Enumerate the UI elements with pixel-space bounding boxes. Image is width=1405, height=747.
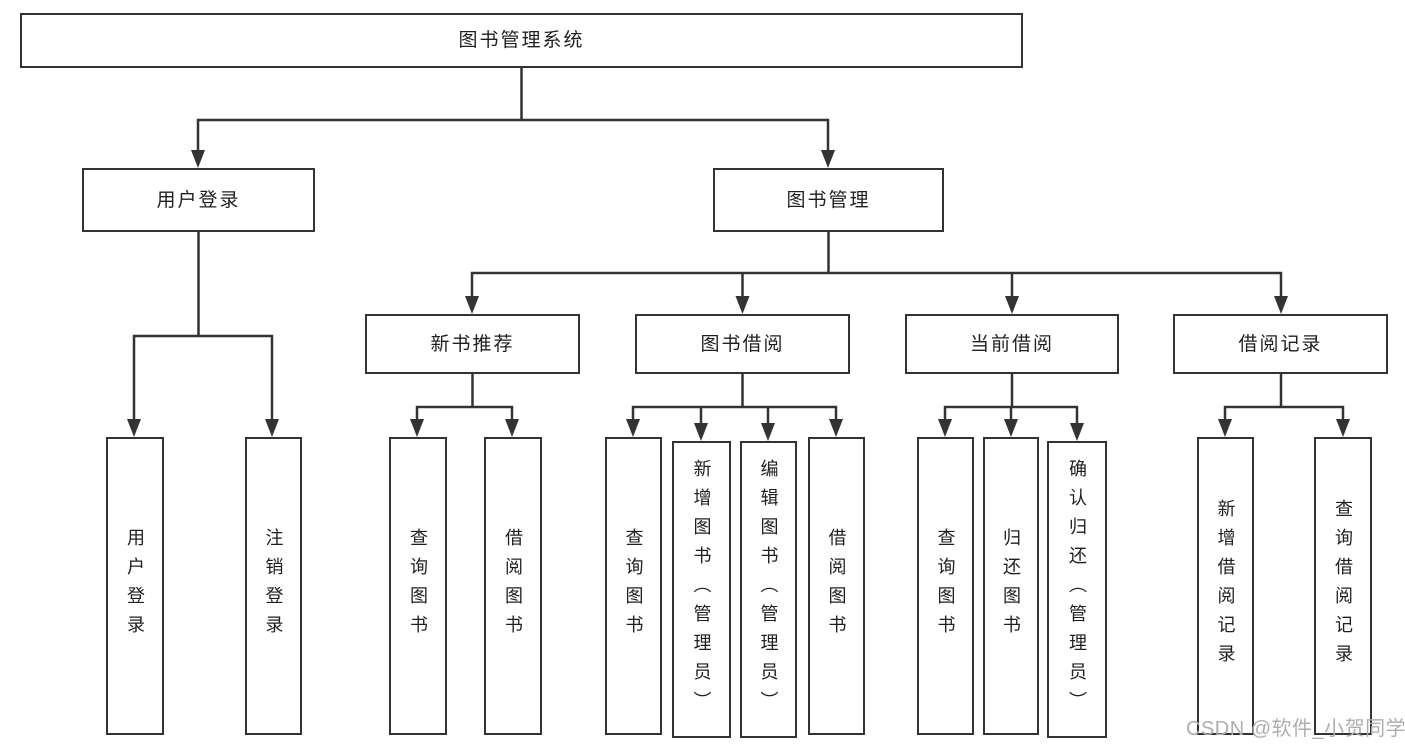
leaf-confirm-return-admin-label: 确认归还（管理员）: [1067, 459, 1087, 720]
node-new-book-recommendation-label: 新书推荐: [430, 333, 515, 355]
leaf-logout: 注销登录: [245, 437, 302, 735]
leaf-add-borrow-record-label: 新增借阅记录: [1215, 499, 1236, 673]
leaf-query-books-3: 查询图书: [917, 437, 974, 735]
leaf-query-books-3-label: 查询图书: [935, 528, 956, 644]
leaf-add-books-admin-label: 新增图书（管理员）: [691, 459, 712, 720]
leaf-return-books: 归还图书: [983, 437, 1039, 735]
arrowheads: [127, 150, 1350, 441]
node-new-book-recommendation: 新书推荐: [365, 314, 580, 374]
leaf-borrow-books-1: 借阅图书: [484, 437, 542, 735]
leaf-user-login-label: 用户登录: [125, 528, 145, 644]
node-root-label: 图书管理系统: [458, 30, 585, 51]
node-user-login: 用户登录: [82, 168, 315, 232]
leaf-return-books-label: 归还图书: [1001, 528, 1021, 644]
leaf-logout-label: 注销登录: [263, 528, 284, 644]
node-user-login-label: 用户登录: [156, 189, 241, 211]
node-root-system: 图书管理系统: [20, 13, 1023, 68]
node-book-borrowing-label: 图书借阅: [700, 333, 785, 355]
node-book-management: 图书管理: [713, 168, 944, 232]
leaf-edit-books-admin-label: 编辑图书（管理员）: [758, 459, 779, 720]
leaf-borrow-books-2-label: 借阅图书: [826, 528, 847, 644]
leaf-query-books-2-label: 查询图书: [623, 528, 644, 644]
leaf-borrow-books-1-label: 借阅图书: [503, 528, 523, 644]
csdn-watermark: CSDN @软件_小贺同学: [1186, 718, 1405, 740]
leaf-confirm-return-admin: 确认归还（管理员）: [1047, 441, 1107, 738]
leaf-add-books-admin: 新增图书（管理员）: [672, 441, 731, 738]
leaf-user-login: 用户登录: [106, 437, 164, 735]
leaf-query-books-1-label: 查询图书: [408, 528, 428, 644]
node-borrowing-records: 借阅记录: [1173, 314, 1388, 374]
leaf-query-books-2: 查询图书: [605, 437, 662, 735]
node-current-borrowing: 当前借阅: [905, 314, 1119, 374]
node-book-management-label: 图书管理: [786, 189, 871, 211]
node-borrowing-records-label: 借阅记录: [1238, 333, 1323, 355]
leaf-query-books-1: 查询图书: [389, 437, 447, 735]
node-current-borrowing-label: 当前借阅: [969, 333, 1054, 355]
node-book-borrowing: 图书借阅: [635, 314, 850, 374]
leaf-borrow-books-2: 借阅图书: [808, 437, 865, 735]
leaf-query-borrow-record-label: 查询借阅记录: [1333, 499, 1353, 673]
leaf-edit-books-admin: 编辑图书（管理员）: [740, 441, 797, 738]
leaf-add-borrow-record: 新增借阅记录: [1197, 437, 1254, 735]
leaf-query-borrow-record: 查询借阅记录: [1314, 437, 1372, 735]
